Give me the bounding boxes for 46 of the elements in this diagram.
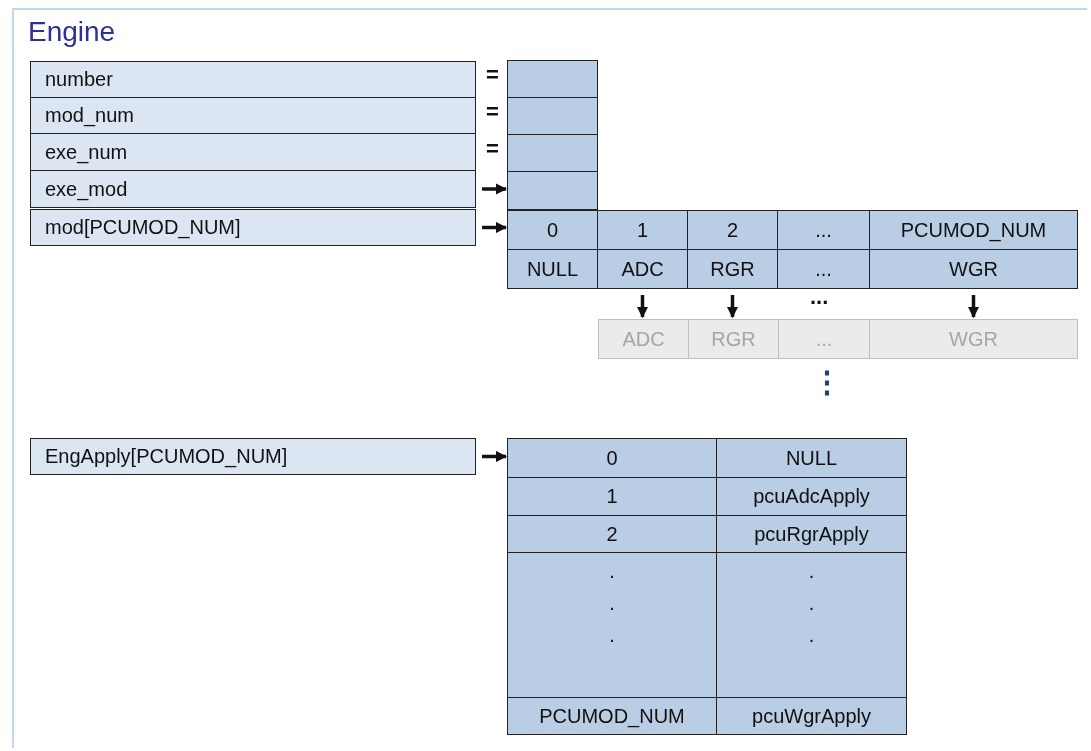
field-box: EngApply[PCUMOD_NUM] bbox=[30, 438, 476, 475]
struct-panel bbox=[12, 8, 1087, 748]
equals-sign: = bbox=[486, 136, 499, 162]
array-cell: pcuRgrApply bbox=[716, 515, 907, 553]
field-box: exe_mod bbox=[30, 170, 476, 208]
vertical-ellipsis: ⋮ bbox=[812, 364, 842, 399]
array-cell: 2 bbox=[687, 210, 778, 250]
array-cell: NULL bbox=[507, 249, 598, 289]
array-cell: RGR bbox=[687, 249, 778, 289]
equals-sign: = bbox=[486, 62, 499, 88]
arrow bbox=[482, 221, 508, 234]
arrow bbox=[636, 295, 649, 319]
array-cell: PCUMOD_NUM bbox=[869, 210, 1078, 250]
target-cell: ADC bbox=[598, 319, 689, 359]
arrow bbox=[482, 450, 508, 463]
field-box: mod[PCUMOD_NUM] bbox=[30, 209, 476, 246]
arrow bbox=[967, 295, 980, 319]
array-cell: NULL bbox=[716, 438, 907, 478]
array-cell: pcuWgrApply bbox=[716, 697, 907, 735]
array-cell: 2 bbox=[507, 515, 717, 553]
target-cell: RGR bbox=[688, 319, 779, 359]
value-box bbox=[507, 97, 598, 135]
value-box bbox=[507, 171, 598, 210]
array-cell: 1 bbox=[597, 210, 688, 250]
array-cell: ADC bbox=[597, 249, 688, 289]
array-cell: ... bbox=[777, 210, 870, 250]
struct-title: Engine bbox=[28, 16, 116, 48]
array-cell: pcuAdcApply bbox=[716, 477, 907, 516]
array-cell: 1 bbox=[507, 477, 717, 516]
array-cell: 0 bbox=[507, 438, 717, 478]
array-cell: . . . bbox=[507, 552, 717, 698]
arrow bbox=[482, 183, 508, 195]
target-cell: WGR bbox=[869, 319, 1078, 359]
array-cell: WGR bbox=[869, 249, 1078, 289]
array-cell: ... bbox=[777, 249, 870, 289]
array-cell: 0 bbox=[507, 210, 598, 250]
field-box: number bbox=[30, 61, 476, 98]
array-cell: PCUMOD_NUM bbox=[507, 697, 717, 735]
field-box: mod_num bbox=[30, 97, 476, 134]
target-cell: ... bbox=[778, 319, 870, 359]
equals-sign: = bbox=[486, 99, 499, 125]
array-cell: . . . bbox=[716, 552, 907, 698]
arrow bbox=[726, 295, 739, 319]
value-box bbox=[507, 134, 598, 172]
value-box bbox=[507, 60, 598, 98]
field-box: exe_num bbox=[30, 133, 476, 171]
